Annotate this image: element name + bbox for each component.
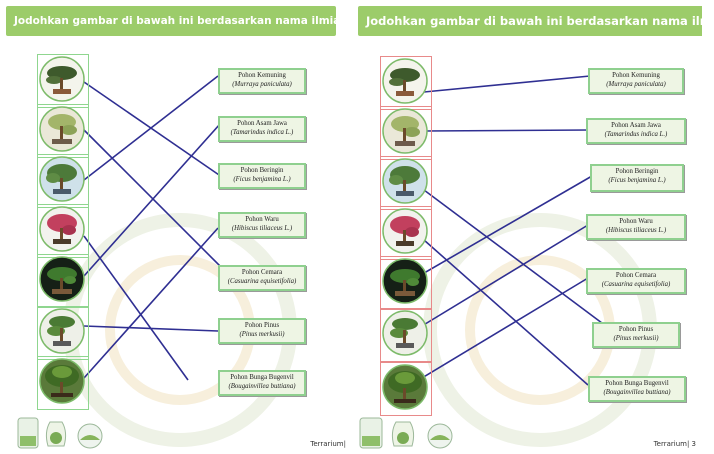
match-line (83, 123, 221, 277)
image-frame (37, 356, 89, 410)
match-line (411, 277, 589, 385)
bonsai-bougainvillea-icon (39, 206, 85, 252)
left-page: Jodohkan gambar di bawah ini berdasarkan… (0, 0, 350, 454)
image-frame (380, 308, 432, 362)
match-line (83, 235, 189, 381)
match-line (83, 81, 223, 178)
label-asam-jawa: Pohon Asam Jawa (Tamarindus indica L.) (218, 116, 306, 142)
image-frame (380, 256, 432, 310)
terrarium-jars-illustration (17, 417, 103, 449)
match-line (423, 129, 591, 132)
match-line (423, 189, 623, 339)
bonsai-ficus-icon (39, 156, 85, 202)
label-asam-jawa: Pohon Asam Jawa (Tamarindus indica L.) (586, 118, 686, 144)
label-bugenvil: Pohon Bunga Bugenvil (Bougainvillea butt… (218, 370, 306, 396)
instruction-banner: Jodohkan gambar di bawah ini berdasarkan… (6, 6, 350, 36)
terrarium-jars-illustration (359, 417, 453, 449)
bonsai-bougainvillea-icon (382, 208, 428, 254)
bonsai-cemara-icon (382, 310, 428, 356)
match-line (411, 175, 593, 281)
label-beringin: Pohon Beringin (Ficus benjamina L.) (590, 164, 684, 192)
bonsai-waru-icon (382, 364, 428, 410)
label-cemara: Pohon Cemara (Casuarina equisetifolia) (586, 268, 686, 294)
label-pinus: Pohon Pinus (Pinus merkusii) (592, 322, 680, 348)
bonsai-pine-icon (39, 56, 85, 102)
instruction-banner: Jodohkan gambar di bawah ini berdasarkan… (358, 6, 702, 36)
bonsai-tamarind-icon (39, 106, 85, 152)
match-line (83, 75, 219, 181)
bonsai-cemara-icon (39, 308, 85, 354)
match-line (423, 75, 591, 93)
footer-page-label: Terrarium| (310, 440, 346, 448)
bonsai-dark-pine-icon (382, 258, 428, 304)
footer-page-number: Terrarium| 3 (653, 440, 696, 448)
label-waru: Pohon Waru (Hibiscus tiliaceus L.) (586, 214, 686, 240)
bonsai-tamarind-icon (382, 108, 428, 154)
bonsai-ficus-icon (382, 158, 428, 204)
label-waru: Pohon Waru (Hibiscus tiliaceus L.) (218, 212, 306, 238)
match-line (83, 227, 219, 379)
label-pinus: Pohon Pinus (Pinus merkusii) (218, 318, 306, 344)
match-line (423, 239, 589, 386)
match-line (83, 129, 233, 279)
label-kemuning: Pohon Kemuning (Murraya paniculata) (588, 68, 684, 94)
bonsai-waru-icon (39, 358, 85, 404)
image-frame (380, 362, 432, 416)
match-line (83, 325, 219, 332)
label-cemara: Pohon Cemara (Casuarina equisetifolia) (218, 265, 306, 291)
label-kemuning: Pohon Kemuning (Murraya paniculata) (218, 68, 306, 94)
match-line (411, 224, 589, 333)
right-page: Jodohkan gambar di bawah ini berdasarkan… (352, 0, 702, 454)
bonsai-pine-icon (382, 58, 428, 104)
label-bugenvil: Pohon Bunga Bugenvil (Bougainvillea butt… (588, 376, 686, 402)
bonsai-dark-pine-icon (39, 256, 85, 302)
label-beringin: Pohon Beringin (Ficus benjamina L.) (218, 163, 306, 189)
image-frame (37, 254, 89, 308)
